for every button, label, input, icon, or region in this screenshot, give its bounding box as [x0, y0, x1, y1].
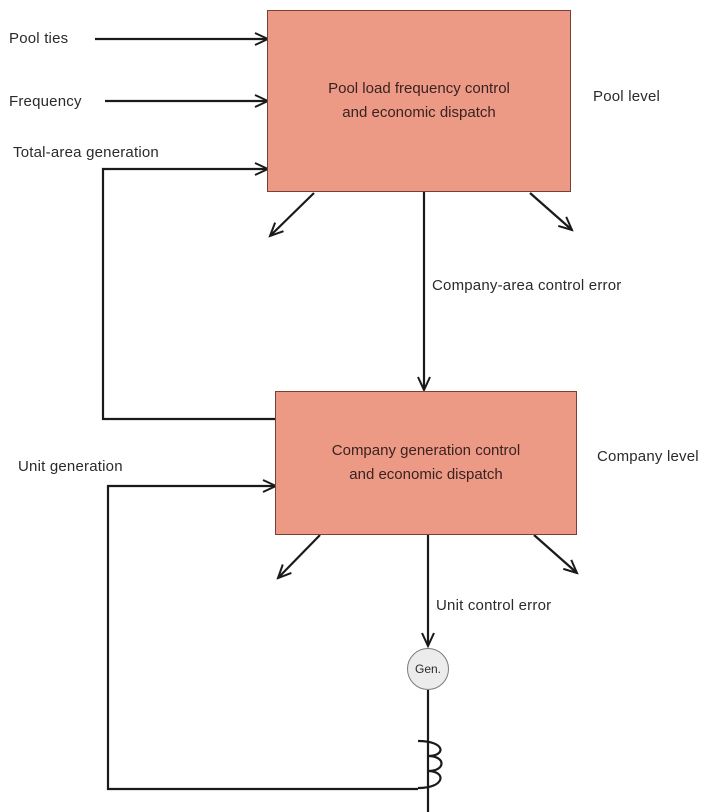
company-control-box-text: Company generation control and economic …	[332, 439, 520, 487]
pool-ties-label: Pool ties	[9, 30, 69, 47]
frequency-label: Frequency	[9, 93, 82, 110]
pool-control-box-text: Pool load frequency control and economic…	[328, 77, 510, 125]
unit-generation-label: Unit generation	[18, 458, 123, 475]
generator-label: Gen.	[414, 662, 441, 676]
pool-level-label: Pool level	[593, 88, 661, 105]
generator-circle: Gen.	[407, 648, 449, 690]
total-area-generation-label: Total-area generation	[13, 144, 159, 161]
company-area-control-error-label: Company-area control error	[432, 277, 622, 294]
pool-box-line2: and economic dispatch	[342, 104, 496, 121]
company-level-label: Company level	[597, 448, 699, 465]
company-box-line1: Company generation control	[331, 442, 521, 459]
company-output-right-arrow	[533, 534, 577, 573]
pool-box-line1: Pool load frequency control	[328, 80, 510, 97]
pool-output-left-arrow	[270, 192, 315, 236]
unit-generation-loop	[106, 486, 418, 791]
current-transformer-coil	[417, 739, 443, 790]
company-control-box: Company generation control and economic …	[275, 391, 577, 535]
company-box-line2: and economic dispatch	[349, 466, 503, 483]
pool-output-right-arrow	[529, 192, 572, 230]
pool-control-box: Pool load frequency control and economic…	[267, 10, 571, 192]
unit-control-error-label: Unit control error	[436, 597, 552, 614]
total-area-generation-loop	[101, 169, 275, 421]
company-output-left-arrow	[278, 534, 321, 578]
